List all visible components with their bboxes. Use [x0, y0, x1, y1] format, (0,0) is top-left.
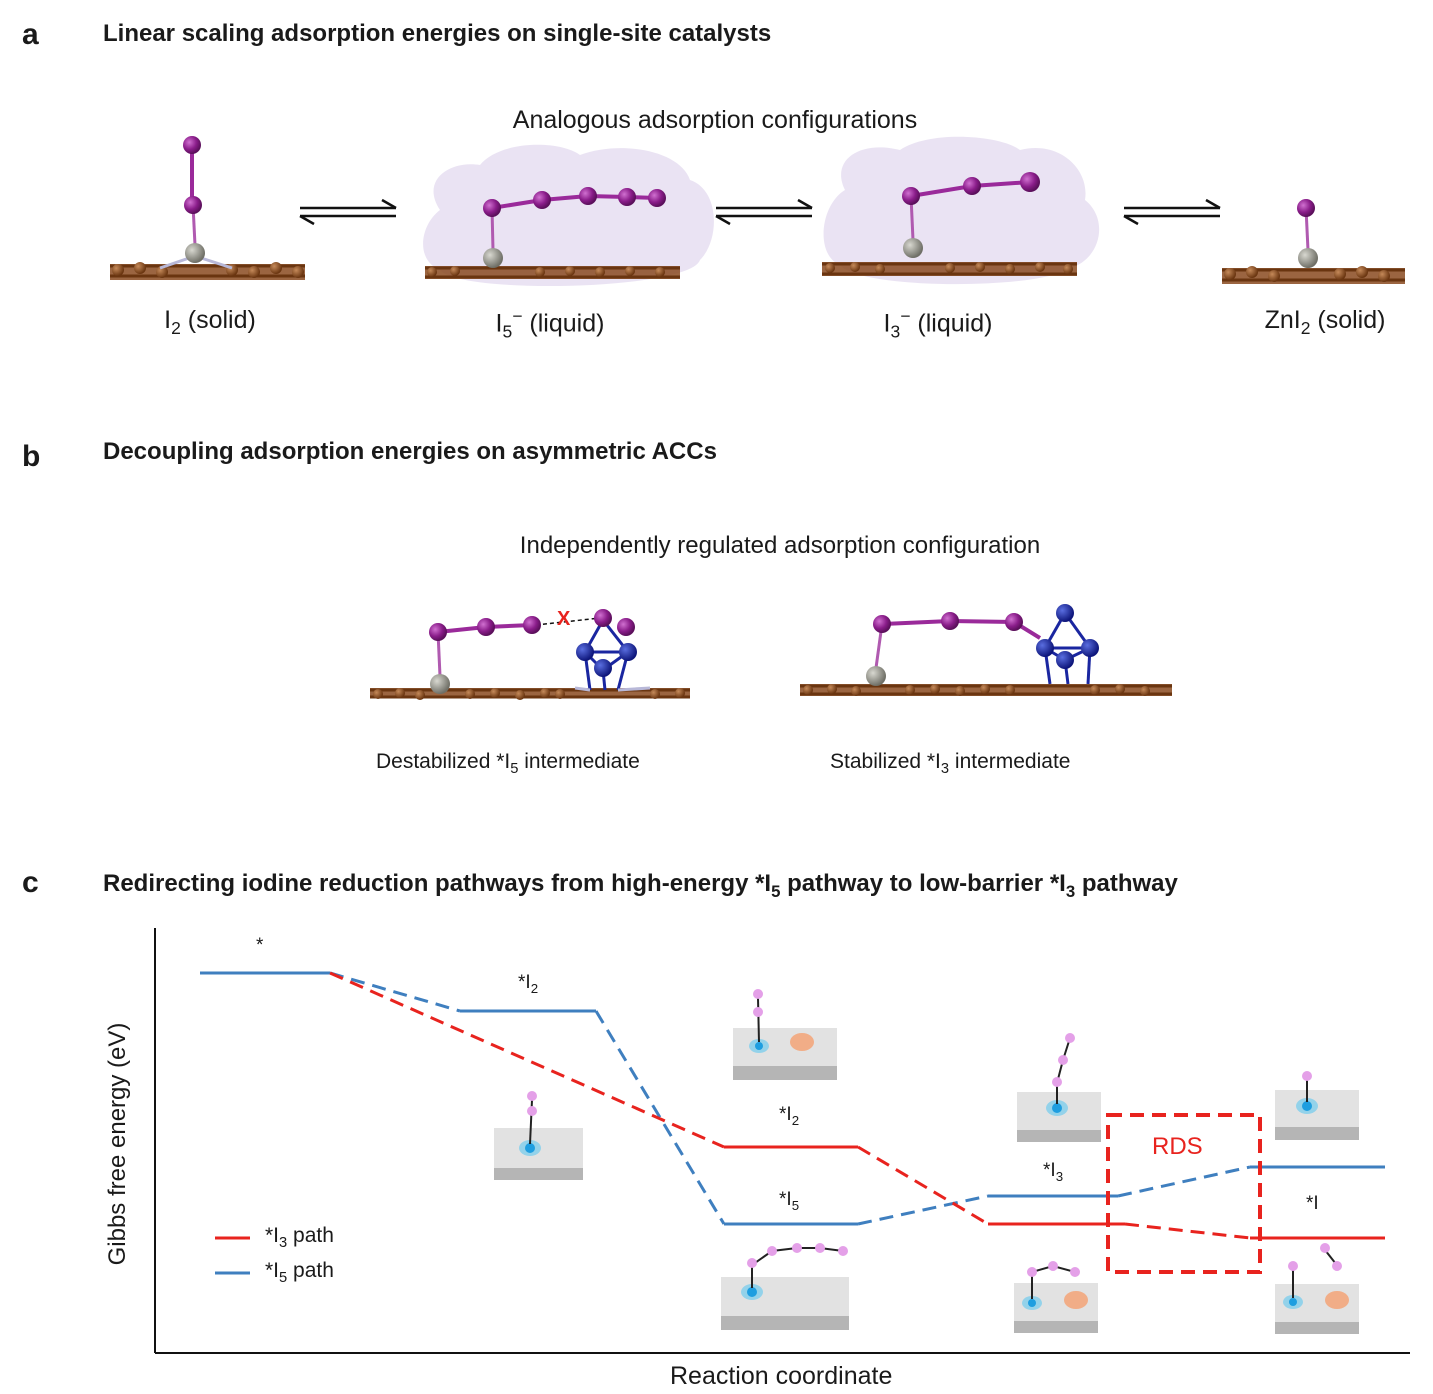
state-label-i: *I	[1306, 1193, 1319, 1214]
structure-i3	[822, 136, 1100, 285]
caption-stabilized-i3: Stabilized *I3 intermediate	[830, 750, 1071, 778]
state-label-i5: *I5	[779, 1189, 800, 1213]
panel-b-title: Decoupling adsorption energies on asymme…	[103, 438, 717, 465]
panel-b-letter: b	[22, 440, 41, 473]
bond-break-mark: X	[557, 608, 571, 630]
panel-b-subtitle: Independently regulated adsorption confi…	[519, 532, 1041, 559]
panel-a-title: Linear scaling adsorption energies on si…	[103, 20, 772, 47]
state-label-i2-blue: *I2	[518, 972, 539, 996]
x-axis-label: Reaction coordinate	[670, 1362, 893, 1390]
inset-i2	[494, 1091, 583, 1180]
panel-c-letter: c	[22, 866, 39, 899]
legend-label-i3: *I3 path	[265, 1224, 334, 1252]
panel-a-structures	[110, 136, 1405, 287]
inset-i-bottom	[1275, 1243, 1359, 1334]
inset-i2-cluster	[733, 989, 837, 1080]
state-label-i3: *I3	[1043, 1160, 1064, 1184]
panel-c-title: Redirecting iodine reduction pathways fr…	[103, 870, 1178, 901]
equilibrium-arrow-1	[299, 198, 397, 226]
structure-i5	[423, 144, 714, 287]
rds-box	[1106, 1113, 1262, 1274]
inset-i5	[721, 1243, 849, 1330]
panel-a-letter: a	[22, 18, 39, 51]
rds-label: RDS	[1152, 1133, 1203, 1160]
species-label-i2: I2 (solid)	[164, 306, 256, 338]
panel-a-subtitle: Analogous adsorption configurations	[512, 106, 918, 134]
red-i3-path	[329, 971, 1385, 1240]
inset-i3-lower	[1014, 1261, 1098, 1333]
structure-stabilized-i3	[800, 604, 1172, 696]
energy-diagram	[154, 928, 1410, 1354]
equilibrium-arrow-2	[715, 198, 813, 226]
species-label-zni2: ZnI2 (solid)	[1264, 306, 1386, 338]
structure-i2	[110, 136, 305, 280]
state-label-i2-red: *I2	[779, 1104, 800, 1128]
species-label-i3: I3− (liquid)	[883, 306, 993, 342]
state-label-star: *	[256, 935, 264, 956]
y-axis-label: Gibbs free energy (eV)	[104, 1022, 131, 1266]
blue-i5-path	[200, 971, 1385, 1226]
species-label-i5: I5− (liquid)	[495, 306, 605, 342]
panel-b-structures	[370, 604, 1172, 700]
inset-i3-upper	[1017, 1033, 1101, 1142]
structure-zni2	[1222, 199, 1405, 284]
caption-destabilized-i5: Destabilized *I5 intermediate	[376, 750, 640, 778]
legend-label-i5: *I5 path	[265, 1259, 334, 1287]
structure-destabilized-i5	[370, 609, 690, 700]
equilibrium-arrow-3	[1123, 198, 1221, 226]
inset-i-top	[1275, 1071, 1359, 1140]
